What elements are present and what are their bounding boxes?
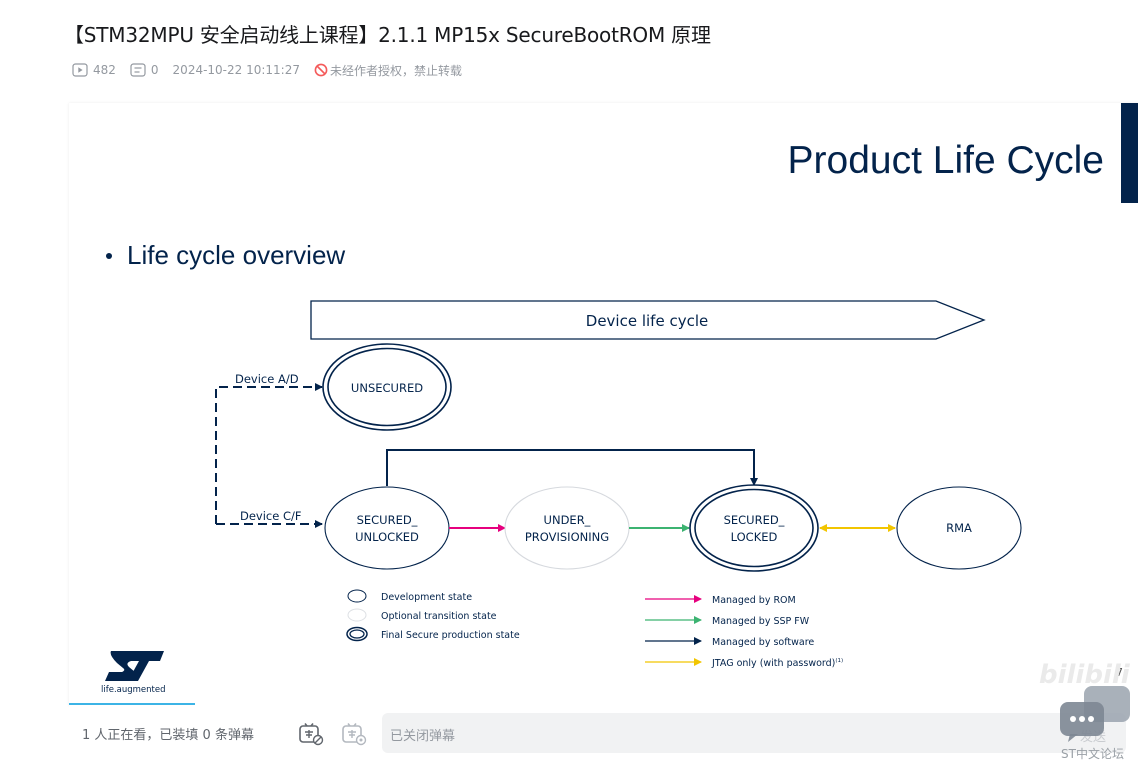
state-secured-locked-outer [689,484,819,572]
legend-software: Managed by software [712,637,814,648]
danmaku-toggle-button[interactable] [298,722,324,746]
state-secured-locked-inner [694,488,814,568]
banner-label: Device life cycle [586,312,708,330]
forum-watermark-text: ST中文论坛 [1061,747,1124,761]
legend-optional-state: Optional transition state [381,611,497,622]
state-rma [896,486,1022,570]
state-secured-locked-l1: SECURED_ [724,513,785,527]
state-under-provisioning [504,486,630,570]
chat-bubbles-icon [1060,686,1130,742]
danmaku-input[interactable]: 已关闭弹幕 [382,713,1126,753]
danmaku-bar: 1 人正在看，已装填 0 条弹幕 已关闭弹幕 发送 [69,706,1138,764]
legend-dev-state-symbol [347,589,367,603]
danmaku-count-value: 0 [150,63,159,77]
state-secured-unlocked-l1: SECURED_ [357,513,418,527]
legend-jtag-label: JTAG only (with password) [711,658,835,669]
danmaku-settings-button[interactable] [341,722,367,746]
legend-optional-state-symbol [347,608,367,622]
software-transition-path [386,449,758,486]
device-cf-label: Device C/F [240,509,302,523]
legend-jtag-sup: (1) [835,658,843,664]
state-unsecured-outer [322,343,452,431]
slide-bullet: Life cycle overview [127,240,345,270]
state-rma-label: RMA [946,521,972,535]
play-count: 482 [72,63,116,77]
video-player[interactable]: Product Life Cycle Life cycle overview D… [69,103,1138,706]
st-logo-icon [105,651,164,681]
bullet-dot [106,253,112,259]
viewers-count: 1 人正在看，已装填 0 条弹幕 [82,728,254,743]
device-ad-path [215,383,323,524]
slide: Product Life Cycle Life cycle overview D… [69,103,1138,705]
state-unsecured-label: UNSECURED [351,381,423,395]
danmaku-icon [130,63,146,77]
legend-jtag: JTAG only (with password)(1) [711,658,843,669]
logo-underline [69,703,195,705]
forum-watermark: ST中文论坛 [1056,684,1138,769]
publish-date: 2024-10-22 10:11:27 [172,63,300,77]
state-under-provisioning-l2: PROVISIONING [525,530,609,544]
life-cycle-banner [310,300,986,340]
state-secured-unlocked [324,486,450,570]
state-secured-locked-l2: LOCKED [731,530,778,544]
danmaku-count: 0 [130,63,159,77]
legend-final-state: Final Secure production state [381,630,520,641]
danmaku-settings-icon [342,723,367,746]
state-secured-unlocked-l2: UNLOCKED [355,530,419,544]
state-under-provisioning-l1: UNDER_ [544,513,591,527]
slide-heading: Product Life Cycle [788,139,1104,182]
slide-page-number: 7 [1116,666,1123,679]
legend-rom: Managed by ROM [712,595,796,606]
slide-accent-bar [1121,103,1138,203]
legend-dev-state: Development state [381,592,472,603]
copyright-notice: 未经作者授权，禁止转载 [314,62,462,79]
logo-tagline: life.augmented [101,685,166,695]
danmaku-input-placeholder: 已关闭弹幕 [390,729,456,744]
legend-final-state-symbol-outer [346,626,368,642]
no-repost-icon [314,63,328,77]
legend-final-state-symbol-inner [349,629,365,639]
video-title: 【STM32MPU 安全启动线上课程】2.1.1 MP15x SecureBoo… [64,23,711,47]
copyright-text: 未经作者授权，禁止转载 [330,63,463,78]
state-unsecured-inner [327,347,447,427]
play-count-value: 482 [93,63,116,77]
play-icon [72,63,88,77]
bilibili-watermark: bilibili [1039,660,1131,690]
danmaku-toggle-icon [299,723,324,746]
device-ad-label: Device A/D [235,372,299,386]
video-meta: 482 0 2024-10-22 10:11:27 未经作者授权，禁止转载 [72,60,476,80]
legend-ssp: Managed by SSP FW [712,616,810,627]
